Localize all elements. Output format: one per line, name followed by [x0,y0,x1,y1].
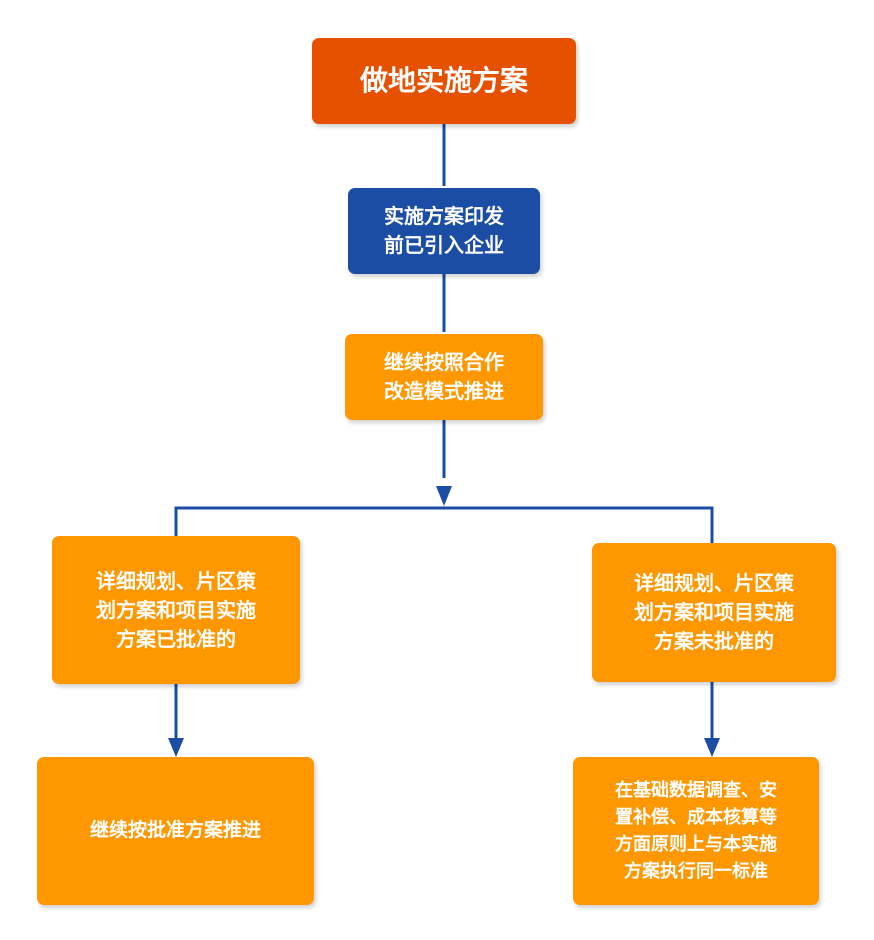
approved-node-line: 方案已批准的 [116,626,236,651]
approved-result-node: 继续按批准方案推进 [37,757,314,905]
approved-node-line: 划方案和项目实施 [96,597,256,622]
continue-node-line: 改造模式推进 [384,379,504,403]
not-approved-result-node: 在基础数据调查、安 置补偿、成本核算等 方面原则上与本实施 方案执行同一标准 [573,757,819,905]
not-approved-node-line: 方案未批准的 [654,629,774,653]
approved-node: 详细规划、片区策 划方案和项目实施 方案已批准的 [52,536,300,684]
continue-node-line: 继续按照合作 [384,350,504,374]
root-node-text: 做地实施方案 [359,63,528,97]
intro-enterprise-node: 实施方案印发 前已引入企业 [348,188,540,274]
intro-node-line: 实施方案印发 [384,204,504,228]
not-approved-result-line: 方面原则上与本实施 [615,834,777,855]
right-arrowhead [704,738,720,757]
not-approved-node-line: 划方案和项目实施 [634,600,794,624]
continue-cooperation-node: 继续按照合作 改造模式推进 [345,334,543,420]
split-arrowhead [436,486,452,506]
approved-result-text: 继续按批准方案推进 [89,819,261,842]
not-approved-result-line: 置补偿、成本核算等 [615,807,777,828]
intro-node-line: 前已引入企业 [384,233,504,257]
not-approved-node-line: 详细规划、片区策 [634,571,794,595]
root-node: 做地实施方案 [312,38,576,124]
approved-node-line: 详细规划、片区策 [96,568,256,593]
not-approved-node: 详细规划、片区策 划方案和项目实施 方案未批准的 [592,543,836,682]
branch-line [174,506,714,543]
left-arrowhead [168,738,184,757]
not-approved-result-line: 在基础数据调查、安 [615,780,777,801]
not-approved-result-line: 方案执行同一标准 [624,861,768,882]
